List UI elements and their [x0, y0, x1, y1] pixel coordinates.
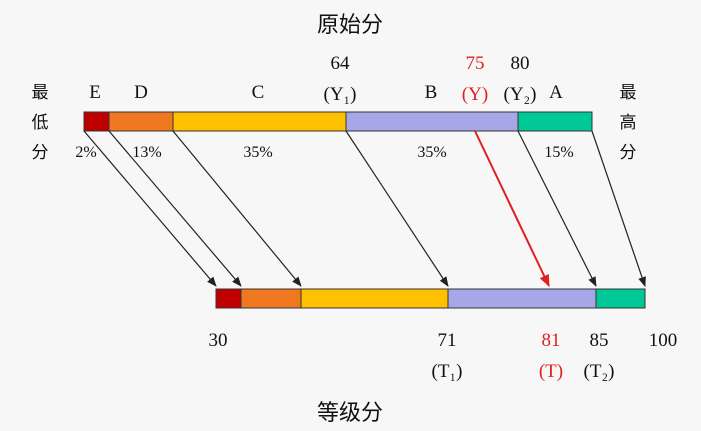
bottom-max-value: 100: [649, 330, 678, 351]
left-side-char-1: 最: [32, 83, 49, 103]
bottom-t1-label: (T₁): [432, 361, 463, 382]
arrow-boundary-min: [83, 130, 217, 287]
percent-c: 35%: [243, 144, 272, 161]
bottom-t2-label: (T₂): [584, 361, 615, 382]
grade-label-b: B: [425, 82, 438, 103]
arrow-boundary-b-a: [517, 130, 597, 287]
bottom-t2-value: 85: [590, 330, 609, 351]
arrow-highlight-y-to-t: [474, 130, 550, 287]
bottom-segment-e: [215, 288, 242, 309]
marker-y2-value: 80: [511, 53, 530, 74]
top-segment-a: [517, 111, 593, 132]
bottom-t-label: (T): [539, 361, 563, 382]
marker-y2-label: (Y₂): [504, 84, 537, 105]
top-segment-d: [108, 111, 174, 132]
title-grade-score: 等级分: [317, 401, 383, 426]
percent-b: 35%: [417, 144, 446, 161]
percent-d: 13%: [132, 144, 161, 161]
right-side-char-2: 高: [620, 113, 637, 133]
arrow-boundary-d-c: [172, 130, 302, 287]
top-segment-e: [83, 111, 110, 132]
bottom-segment-a: [595, 288, 646, 309]
bottom-segment-b: [447, 288, 597, 309]
bottom-segment-c: [300, 288, 449, 309]
left-side-char-2: 低: [32, 113, 49, 133]
right-side-char-1: 最: [620, 83, 637, 103]
grade-label-c: C: [252, 82, 265, 103]
marker-y-value: 75: [466, 53, 485, 74]
marker-y1-value: 64: [331, 53, 351, 74]
grade-label-a: A: [549, 82, 563, 103]
title-raw-score: 原始分: [317, 13, 383, 38]
arrow-boundary-e-d: [108, 130, 242, 287]
arrow-boundary-c-b: [345, 130, 449, 287]
marker-y1-label: (Y₁): [324, 84, 357, 105]
arrow-boundary-max: [591, 130, 646, 287]
percent-a: 15%: [544, 144, 573, 161]
bottom-t-value: 81: [542, 330, 561, 351]
top-segment-c: [172, 111, 347, 132]
bottom-segment-d: [240, 288, 302, 309]
right-side-char-3: 分: [620, 143, 637, 163]
percent-e: 2%: [75, 144, 96, 161]
left-side-char-3: 分: [32, 143, 49, 163]
bottom-t1-value: 71: [438, 330, 457, 351]
marker-y-label: (Y): [462, 84, 488, 105]
top-segment-b: [345, 111, 519, 132]
bottom-min-value: 30: [209, 330, 228, 351]
grade-label-d: D: [134, 82, 148, 103]
grade-label-e: E: [89, 82, 101, 103]
